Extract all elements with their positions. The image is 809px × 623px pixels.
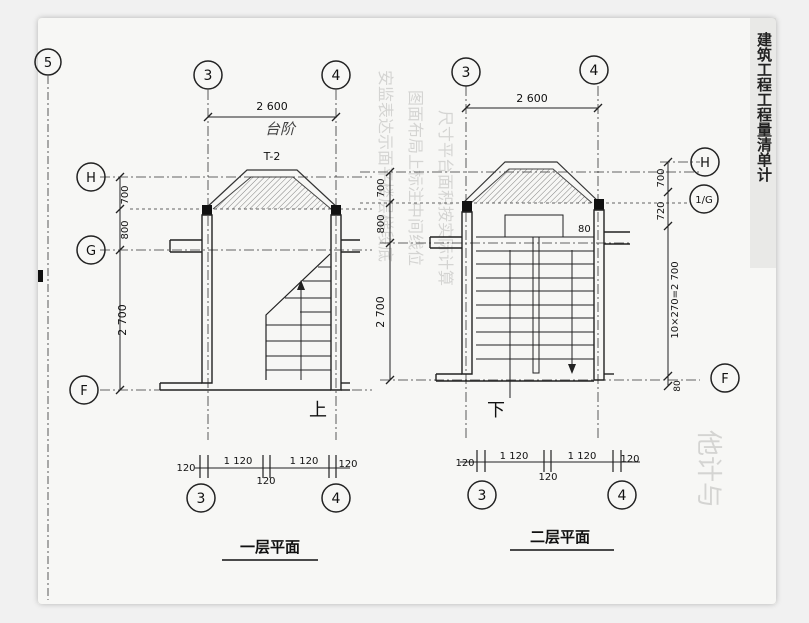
axis-label-3-top-floor2: 3 [462, 65, 471, 81]
dim-800-floor1: 800 [120, 220, 131, 239]
dim-2600-floor2: 2 600 [516, 92, 548, 105]
label-down: 下 [487, 400, 505, 421]
axis-label-1g: 1/G [695, 195, 712, 206]
dim-1120-c: 1 120 [500, 451, 529, 462]
side-strip [750, 18, 776, 268]
dim-1120-d: 1 120 [568, 451, 597, 462]
dim-2700-floor1: 2 700 [116, 304, 129, 336]
left-axis-5: 5 [34, 48, 62, 600]
axis-label-g-floor1: G [86, 244, 96, 259]
plan-floor2: 3 4 2 600 700 800 2 700 8 [360, 55, 740, 551]
dim-700-floor1: 700 [120, 185, 131, 204]
svg-text:图面布局上标注中间线位: 图面布局上标注中间线位 [406, 90, 425, 266]
dim-800-floor2: 800 [376, 214, 387, 233]
dim-steps-right: 10×270=2 700 [670, 261, 681, 338]
plan-floor1: 3 4 2 600 台阶 T-2 H G F 700 800 [69, 60, 372, 561]
axis-label-3-top: 3 [204, 68, 213, 84]
axis-label-5: 5 [44, 56, 52, 71]
dim-720-right: 720 [656, 201, 667, 220]
axis-label-4-bottom: 4 [332, 491, 341, 507]
side-header: 建筑工程工程量清单计 [755, 31, 773, 183]
axis-label-h-floor1: H [86, 171, 96, 186]
dim-120-e: 120 [538, 472, 557, 483]
axis-label-3-bottom: 3 [197, 491, 206, 507]
dim-120-a: 120 [176, 463, 195, 474]
axis-label-4-top: 4 [332, 68, 341, 84]
dim-80-right: 80 [673, 380, 683, 392]
dim-120-b: 120 [256, 476, 275, 487]
axis-label-f-floor1: F [80, 384, 87, 399]
dim-120-d: 120 [455, 458, 474, 469]
axis-label-4-top-floor2: 4 [590, 63, 599, 79]
paper [38, 18, 776, 604]
axis-label-h-floor2: H [700, 156, 710, 171]
axis-label-4-bottom-floor2: 4 [618, 488, 627, 504]
dim-700-floor2: 700 [376, 178, 387, 197]
dim-2700-floor2: 2 700 [374, 296, 387, 328]
dim-1120-a: 1 120 [224, 456, 253, 467]
svg-text:尺寸平台面积按实际计算: 尺寸平台面积按实际计算 [436, 110, 455, 286]
dim-80-floor2: 80 [578, 224, 591, 235]
dim-120-f: 120 [620, 454, 639, 465]
svg-text:他计与: 他计与 [693, 430, 723, 508]
dim-2600-floor1: 2 600 [256, 100, 288, 113]
dim-1120-b: 1 120 [290, 456, 319, 467]
dim-700-right: 700 [656, 168, 667, 187]
handwritten-note: 台阶 [265, 120, 297, 138]
axis-label-f-floor2: F [721, 372, 728, 387]
caption-floor2: 二层平面 [530, 528, 590, 546]
bleed-through: 安监表达示面平楼层梯段底 图面布局上标注中间线位 尺寸平台面积按实际计算 他计与 [376, 70, 723, 508]
label-up: 上 [309, 400, 327, 421]
dim-120-c: 120 [338, 459, 357, 470]
caption-floor1: 一层平面 [240, 538, 300, 556]
tag-t2: T-2 [263, 150, 281, 163]
axis-label-3-bottom-floor2: 3 [478, 488, 487, 504]
